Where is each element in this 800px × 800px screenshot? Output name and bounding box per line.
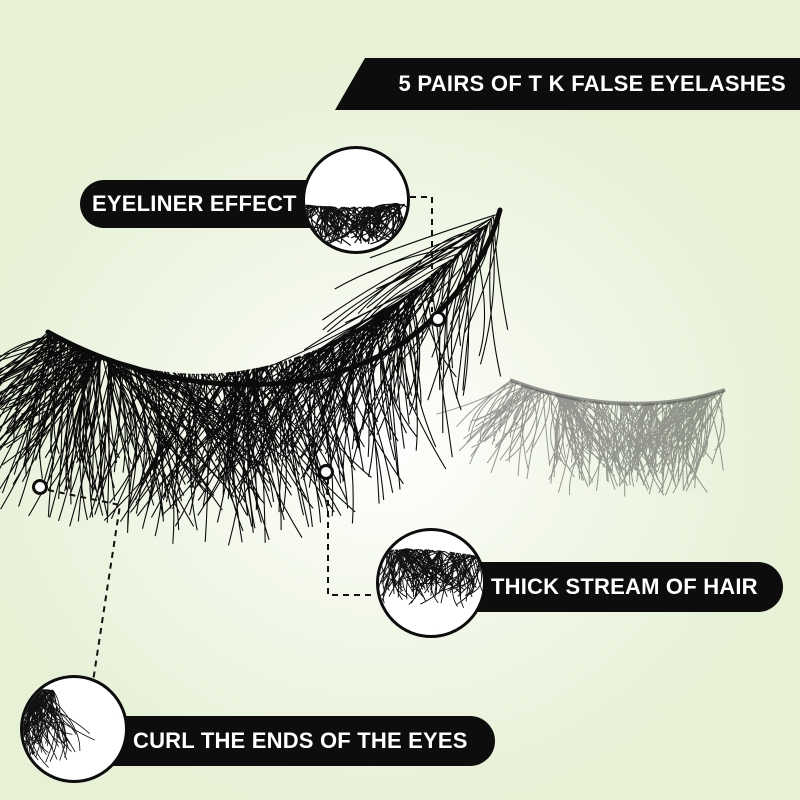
- zoom-strands: [23, 689, 95, 768]
- zoom-eyeliner-detail: [305, 202, 407, 247]
- zoom-eyeliner: [302, 146, 410, 254]
- lash-strands: [0, 210, 509, 546]
- lash-strands: [436, 379, 726, 497]
- label-curl-ends: CURL THE ENDS OF THE EYES: [95, 716, 495, 766]
- lash-strands: [23, 689, 95, 768]
- main-eyelash: [0, 210, 509, 546]
- title-banner: 5 PAIRS OF T K FALSE EYELASHES: [335, 58, 800, 110]
- lash-band-secondary: [509, 378, 726, 406]
- banner-text: 5 PAIRS OF T K FALSE EYELASHES: [398, 71, 786, 96]
- zoom-strands: [379, 548, 483, 609]
- secondary-eyelash: [436, 379, 726, 497]
- zoom-curl-detail: [23, 689, 95, 768]
- zoom-strands: [305, 202, 407, 247]
- lash-strands: [305, 202, 407, 247]
- point-thick: [318, 464, 334, 480]
- zoom-thick: [376, 528, 486, 638]
- leader-thick: [327, 478, 376, 596]
- label-thick-text: THICK STREAM OF HAIR: [491, 574, 758, 599]
- label-eyeliner-effect: EYELINER EFFECT: [80, 180, 320, 228]
- zoom-curl: [20, 675, 128, 783]
- label-eyeliner-text: EYELINER EFFECT: [92, 191, 297, 216]
- zoom-thick-detail: [379, 548, 483, 609]
- leader-curl: [47, 489, 122, 689]
- point-curl: [32, 479, 48, 495]
- point-eyeliner: [430, 311, 446, 327]
- label-curl-text: CURL THE ENDS OF THE EYES: [133, 728, 468, 753]
- lash-strands: [379, 548, 483, 609]
- label-thick-stream: THICK STREAM OF HAIR: [455, 562, 783, 612]
- leader-eyeliner: [410, 196, 433, 312]
- lash-band: [45, 207, 503, 388]
